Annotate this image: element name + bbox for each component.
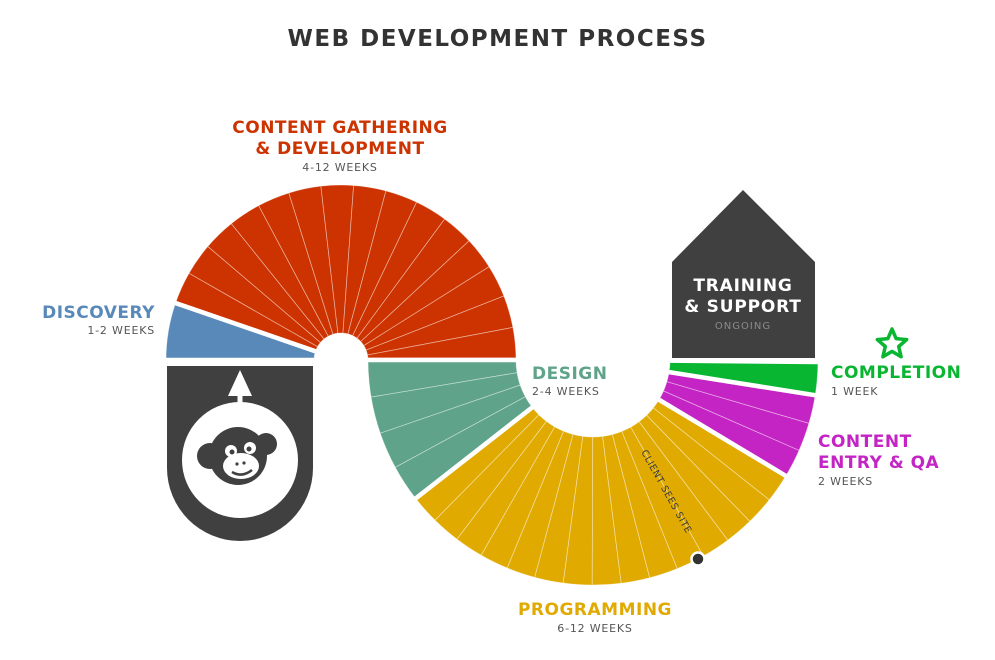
programming-label: PROGRAMMING — [517, 600, 673, 620]
training-title-line1: TRAINING — [693, 276, 792, 296]
content-label-line2: & DEVELOPMENT — [255, 139, 425, 159]
up-arrow-icon — [228, 370, 252, 408]
content-duration: 4-12 WEEKS — [302, 161, 378, 174]
programming-divider — [414, 405, 534, 501]
completion-divider — [669, 358, 819, 365]
design-label: DESIGN — [532, 364, 608, 384]
monkey-logo-icon — [197, 427, 277, 485]
qa-divider — [657, 397, 788, 478]
milestone-dot — [690, 551, 706, 567]
content-divider — [174, 300, 317, 354]
discovery-label: DISCOVERY — [42, 303, 155, 323]
content-label-line1: CONTENT GATHERING — [232, 118, 448, 138]
upper-arc — [165, 184, 517, 363]
qa-duration: 2 WEEKS — [818, 475, 874, 488]
training-support-house — [672, 190, 815, 358]
qa-label-line2: ENTRY & QA — [818, 453, 940, 473]
programming-duration: 6-12 WEEKS — [557, 622, 633, 635]
star-icon — [875, 327, 909, 359]
qa-label-line1: CONTENT — [818, 432, 912, 452]
training-title-line2: & SUPPORT — [684, 297, 801, 317]
training-duration: ONGOING — [715, 321, 771, 332]
page-title: WEB DEVELOPMENT PROCESS — [287, 26, 708, 52]
completion-duration: 1 WEEK — [831, 385, 879, 398]
discovery-duration: 1-2 WEEKS — [87, 324, 155, 337]
completion-divider — [668, 369, 816, 398]
completion-label: COMPLETION — [831, 363, 962, 383]
design-duration: 2-4 WEEKS — [532, 385, 600, 398]
lower-arc — [367, 357, 819, 586]
